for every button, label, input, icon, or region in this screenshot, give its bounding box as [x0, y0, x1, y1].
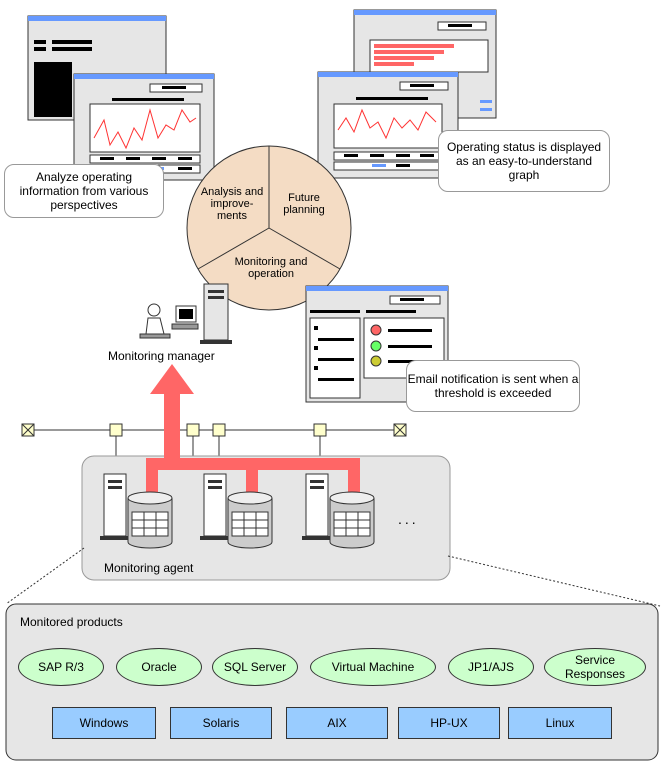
- operation-cycle-pie: [186, 145, 352, 311]
- monitoring-agent-label: Monitoring agent: [104, 561, 194, 575]
- callout-email: Email notification is sent when a thresh…: [406, 360, 580, 412]
- manager-server: [200, 283, 232, 344]
- zoom-line-left: [5, 547, 85, 605]
- status-window-front: [317, 71, 459, 179]
- platform-linux: Linux: [508, 707, 612, 739]
- product-sql-server: SQL Server: [212, 648, 298, 686]
- zoom-line-right: [447, 555, 661, 607]
- pie-label-future: Future planning: [283, 192, 325, 216]
- product-sap: SAP R/3: [18, 648, 104, 686]
- platform-windows: Windows: [52, 707, 156, 739]
- monitored-products-title: Monitored products: [20, 615, 123, 629]
- callout-status: Operating status is displayed as an easy…: [438, 130, 610, 192]
- email-window: [305, 285, 449, 403]
- product-virtual-machine: Virtual Machine: [310, 648, 436, 686]
- platform-hp-ux: HP-UX: [398, 707, 500, 739]
- pie-label-analysis: Analysis and improve- ments: [200, 186, 264, 222]
- platform-solaris: Solaris: [170, 707, 272, 739]
- agent-server-2: [200, 473, 273, 549]
- pie-label-monitoring: Monitoring and operation: [234, 256, 308, 280]
- data-flow-connector: [146, 364, 360, 494]
- agent-server-1: [100, 473, 173, 549]
- product-oracle: Oracle: [116, 648, 202, 686]
- callout-analyze: Analyze operating information from vario…: [4, 164, 164, 218]
- more-agents-ellipsis: ...: [398, 511, 419, 527]
- network-line: [21, 423, 407, 460]
- agent-server-3: [302, 473, 375, 549]
- platform-aix: AIX: [286, 707, 388, 739]
- monitoring-manager-label: Monitoring manager: [108, 349, 215, 363]
- product-service-responses: Service Responses: [544, 648, 646, 686]
- manager-person: [139, 303, 199, 339]
- product-jp1-ajs: JP1/AJS: [448, 648, 534, 686]
